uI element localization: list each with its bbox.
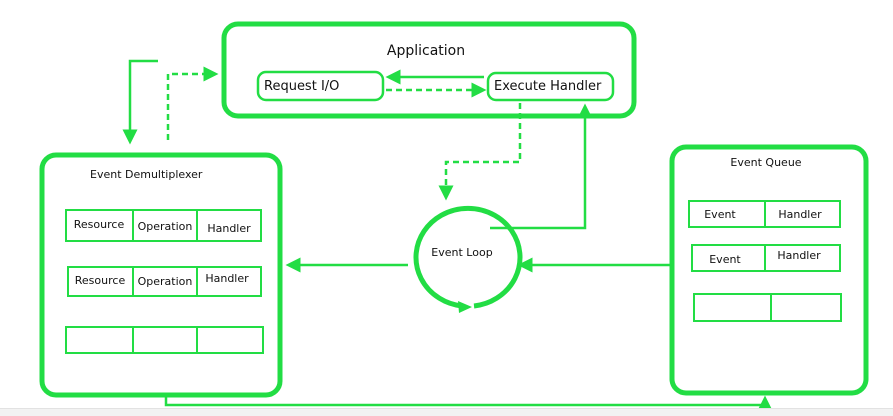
demux-to-queue-arrow <box>164 395 773 411</box>
queue-row1-event: Event <box>704 208 736 221</box>
demux-row1-operation: Operation <box>138 220 193 233</box>
bottom-strip <box>0 408 893 416</box>
event-demultiplexer-box: Event Demultiplexer Resource Operation H… <box>39 152 283 398</box>
queue-row3-cell-1 <box>693 293 772 322</box>
application-title: Application <box>387 43 465 59</box>
application-box: Application Request I/O Execute Handler <box>221 21 637 119</box>
demux-row2-handler-cell <box>196 266 262 297</box>
demultiplexer-title: Event Demultiplexer <box>90 168 203 181</box>
demux-row1-handler: Handler <box>207 222 251 235</box>
event-loop-circle <box>413 205 523 309</box>
demux-row2-operation: Operation <box>138 275 193 288</box>
event-queue-box: Event Queue Event Handler Event Handler <box>669 144 869 396</box>
event-loop-cycle-arrowhead <box>458 301 472 313</box>
request-io-label: Request I/O <box>264 79 339 94</box>
queue-row3-cell-2 <box>770 293 842 322</box>
queue-row2-handler: Handler <box>777 249 821 262</box>
demux-row3-cell-1 <box>65 326 134 354</box>
demux-to-app-dashed-arrow <box>166 66 219 140</box>
demux-row1-resource: Resource <box>74 218 125 231</box>
event-loop-label: Event Loop <box>431 246 492 259</box>
queue-row1-handler: Handler <box>778 208 822 221</box>
demux-row3-cell-3 <box>196 326 264 354</box>
application-frame <box>221 21 637 119</box>
queue-row2-event: Event <box>709 253 741 266</box>
loop-to-handler-arrow <box>490 103 593 230</box>
handler-to-loop-dashed-arrow <box>438 103 522 201</box>
demux-row3-cell-2 <box>132 326 198 354</box>
event-queue-title: Event Queue <box>730 156 801 169</box>
request-io-box <box>256 70 385 102</box>
execute-handler-box <box>486 71 615 102</box>
event-queue-frame <box>669 144 869 396</box>
app-to-demux-arrow <box>122 59 158 145</box>
demux-row2-handler: Handler <box>205 272 249 285</box>
queue-row1-handler-cell <box>764 200 841 228</box>
demultiplexer-frame <box>39 152 283 398</box>
demux-row2-resource: Resource <box>75 274 126 287</box>
queue-row2-handler-cell <box>764 244 841 272</box>
demux-row1-handler-cell <box>196 209 262 242</box>
event-loop-node: Event Loop <box>413 205 523 313</box>
execute-handler-label: Execute Handler <box>494 79 602 94</box>
